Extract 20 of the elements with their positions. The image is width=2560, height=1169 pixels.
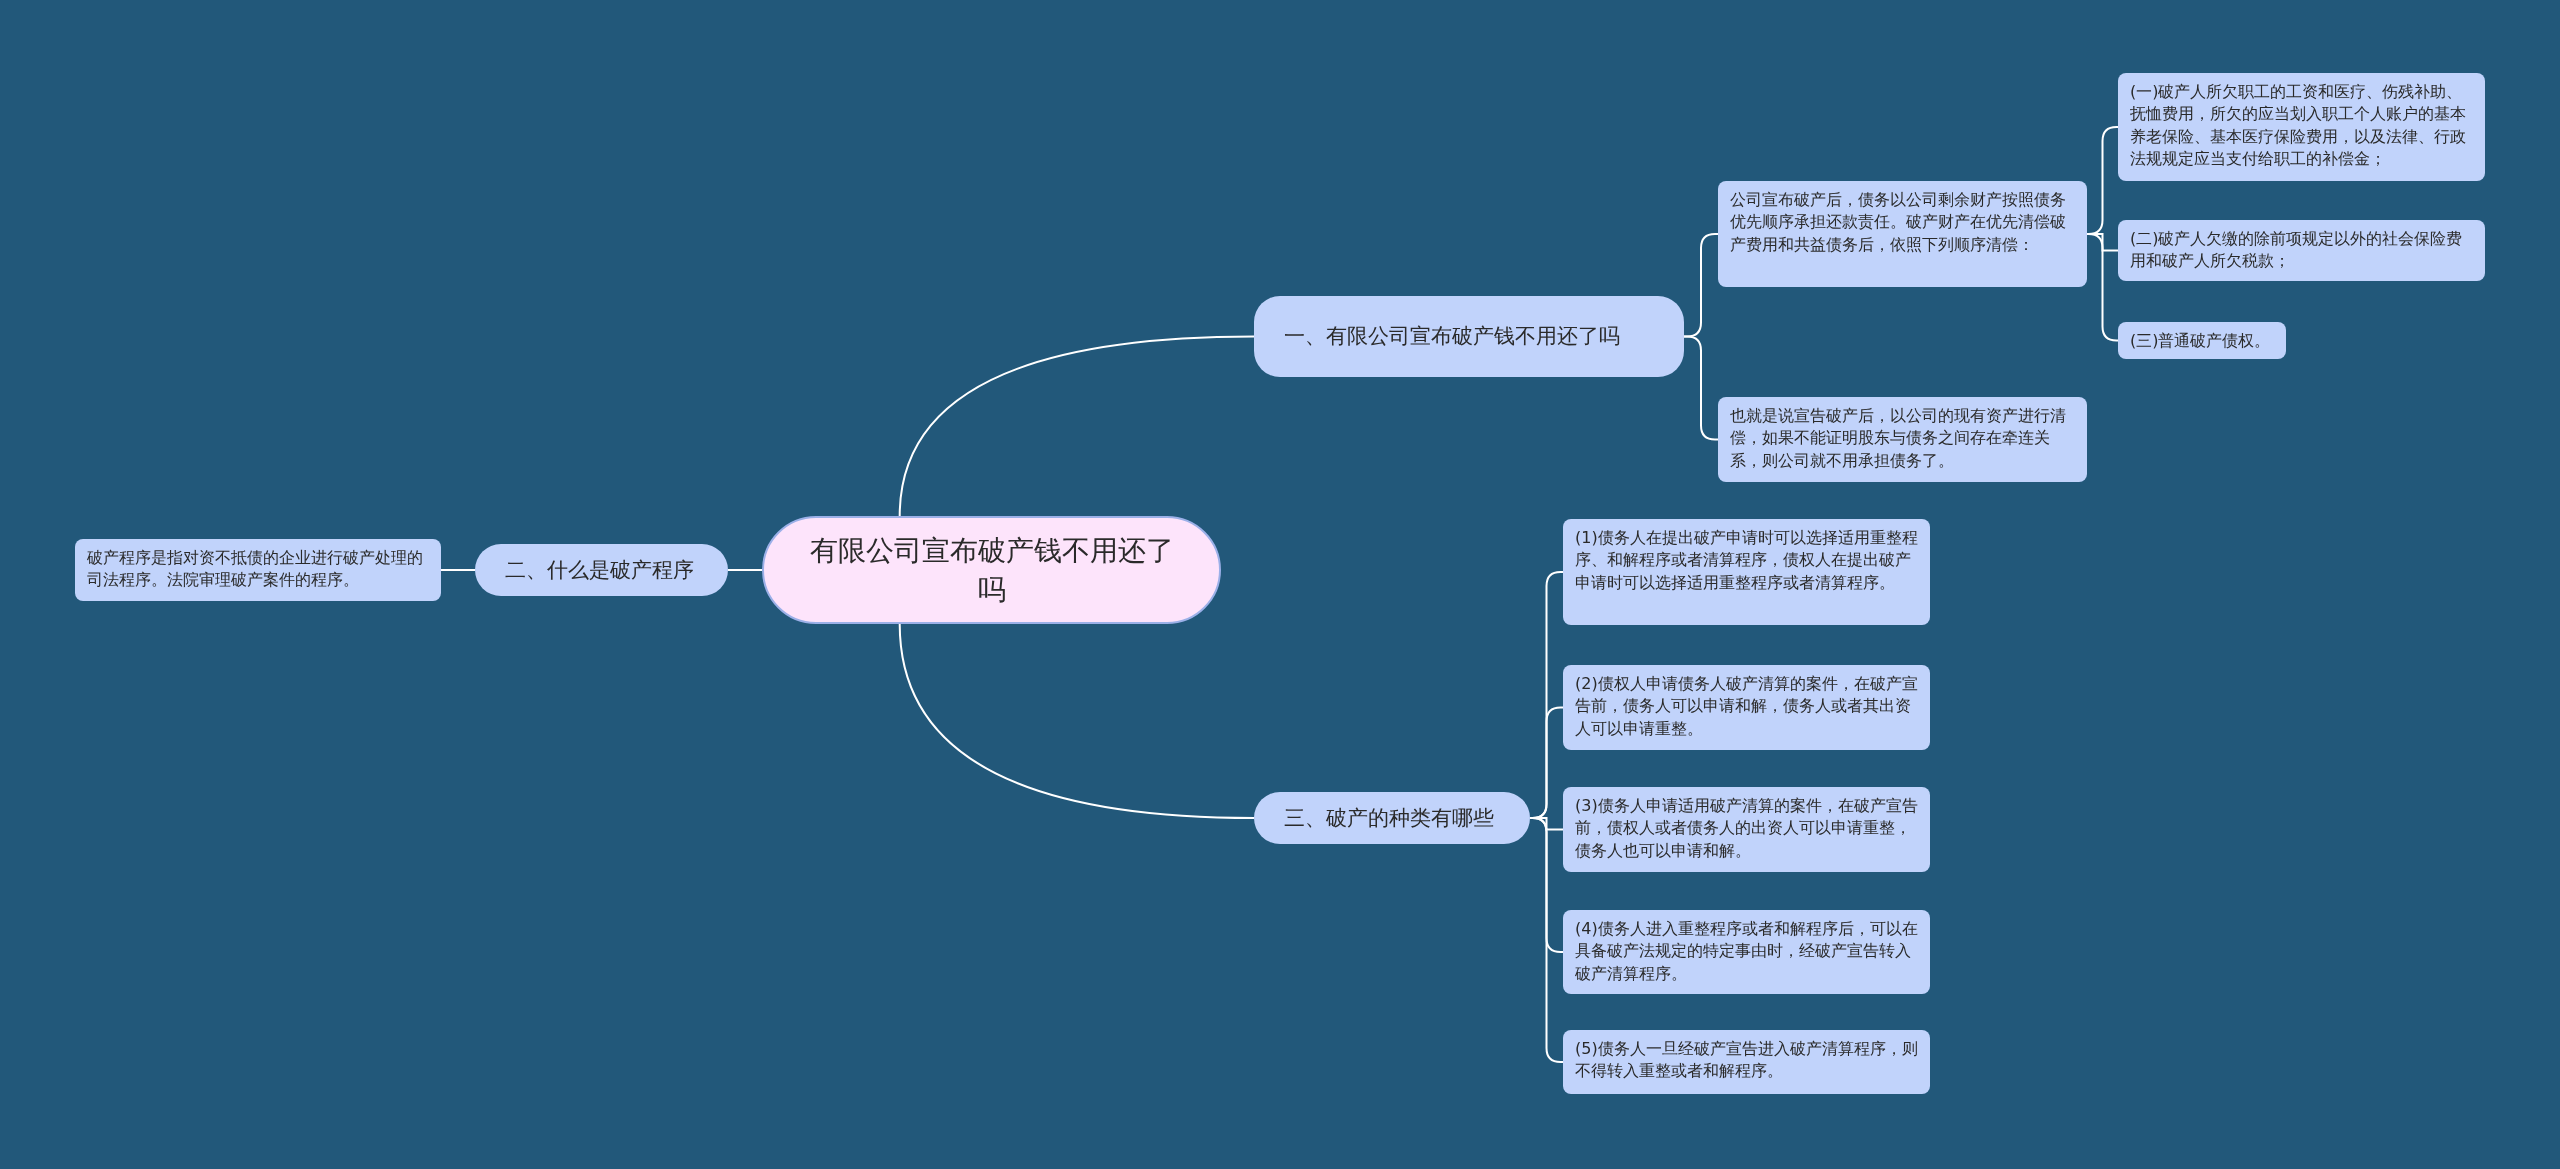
branch-topic: 三、破产的种类有哪些 — [1254, 792, 1530, 844]
detail-box: 破产程序是指对资不抵债的企业进行破产处理的司法程序。法院审理破产案件的程序。 — [75, 539, 441, 601]
detail-box: (二)破产人欠缴的除前项规定以外的社会保险费用和破产人所欠税款； — [2118, 220, 2485, 281]
central-topic: 有限公司宣布破产钱不用还了吗 — [762, 516, 1221, 624]
detail-box: (4)债务人进入重整程序或者和解程序后，可以在具备破产法规定的特定事由时，经破产宣告转入破产清算程序。 — [1563, 910, 1930, 994]
connector-line — [727, 569, 763, 571]
detail-box: (2)债权人申请债务人破产清算的案件，在破产宣告前，债务人可以申请和解，债务人或者其出资人可以申请重整。 — [1563, 665, 1930, 750]
connector-line — [440, 569, 476, 571]
detail-box: 公司宣布破产后，债务以公司剩余财产按照债务优先顺序承担还款责任。破产财产在优先清偿破产费用和共益债务后，依照下列顺序清偿： — [1718, 181, 2087, 287]
detail-box: (一)破产人所欠职工的工资和医疗、伤残补助、抚恤费用，所欠的应当划入职工个人账户的基本养老保险、基本医疗保险费用，以及法律、行政法规规定应当支付给职工的补偿金； — [2118, 73, 2485, 181]
branch-topic: 二、什么是破产程序 — [475, 544, 728, 596]
detail-box: (3)债务人申请适用破产清算的案件，在破产宣告前，债权人或者债务人的出资人可以申请重整，债务人也可以申请和解。 — [1563, 787, 1930, 872]
connector-line — [898, 623, 1255, 819]
connector-line — [2086, 233, 2119, 342]
detail-box: (1)债务人在提出破产申请时可以选择适用重整程序、和解程序或者清算程序，债权人在提出破产申请时可以选择适用重整程序或者清算程序。 — [1563, 519, 1930, 625]
detail-box: (5)债务人一旦经破产宣告进入破产清算程序，则不得转入重整或者和解程序。 — [1563, 1030, 1930, 1094]
detail-box: (三)普通破产债权。 — [2118, 322, 2286, 359]
detail-box: 也就是说宣告破产后，以公司的现有资产进行清偿，如果不能证明股东与债务之间存在牵连关系，则公司就不用承担债务了。 — [1718, 397, 2087, 482]
connector-line — [898, 335, 1255, 517]
branch-topic: 一、有限公司宣布破产钱不用还了吗 — [1254, 296, 1684, 377]
